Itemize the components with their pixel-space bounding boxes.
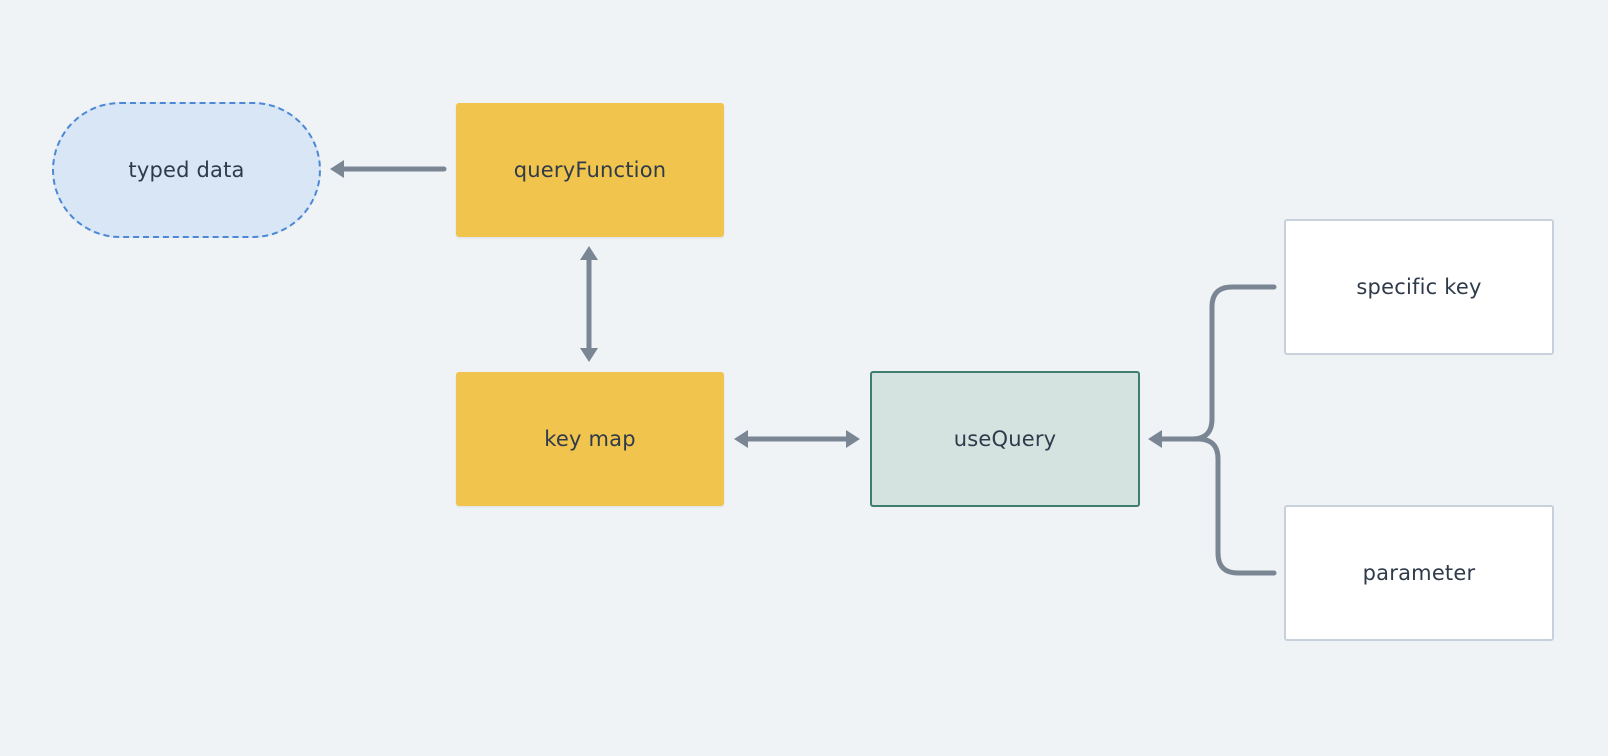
node-parameter-label: parameter [1362,561,1476,585]
node-specific-key: specific key [1284,219,1554,355]
arrowhead-usequery-left [846,430,860,448]
arrowhead-typed-data [330,160,344,178]
node-use-query-label: useQuery [953,427,1057,451]
arrowhead-queryfunction [580,246,598,260]
node-typed-data-label: typed data [128,158,245,182]
node-use-query: useQuery [870,371,1140,507]
arrowhead-key-map-top [580,348,598,362]
connector-brace-specific-key [1157,284,1277,442]
node-typed-data: typed data [52,102,321,238]
node-key-map-label: key map [544,427,636,451]
arrowhead-usequery-right [1148,430,1162,448]
arrowhead-key-map-right [734,430,748,448]
node-query-function-label: queryFunction [513,158,667,182]
node-query-function: queryFunction [456,103,724,237]
node-specific-key-label: specific key [1356,275,1482,299]
node-parameter: parameter [1284,505,1554,641]
connector-brace-parameter [1189,436,1277,576]
node-key-map: key map [456,372,724,506]
